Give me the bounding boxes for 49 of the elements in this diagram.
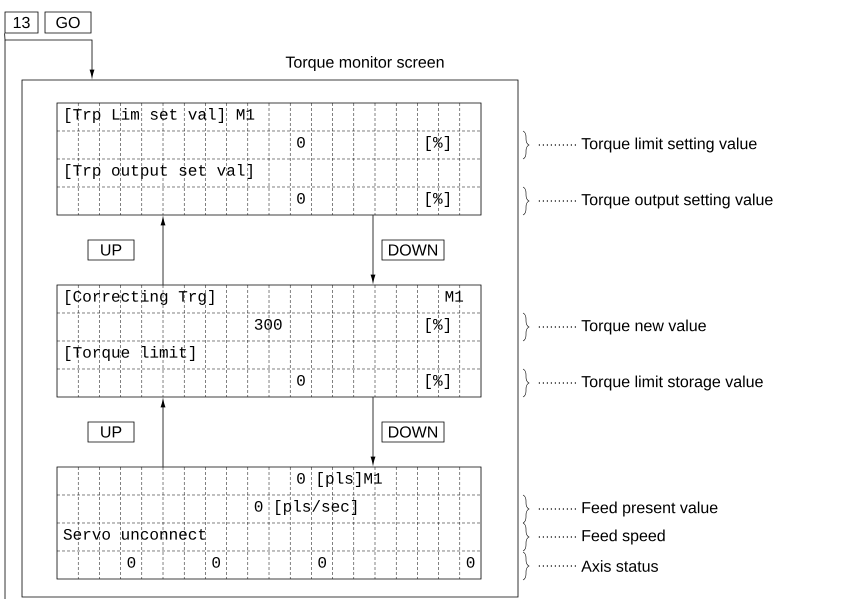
annotation-label: Torque limit storage value	[582, 376, 763, 390]
key-button: UP	[88, 240, 134, 260]
leader-line	[537, 508, 576, 510]
lcd-text: 0	[128, 556, 136, 568]
lcd-text: [Correcting Trg]	[66, 290, 214, 305]
lcd-text: [Torque limit]	[66, 346, 194, 361]
lcd-text: 300	[254, 318, 282, 330]
lcd-text: 0	[318, 556, 326, 568]
annotation-label: Axis status	[581, 560, 658, 572]
lcd-text: 0	[466, 556, 474, 568]
leader-line	[537, 144, 576, 146]
annotation-label: Feed speed	[582, 530, 665, 544]
lcd-text: [%]	[426, 136, 449, 151]
lcd-text: [Trp Lim set val] M1	[66, 108, 254, 123]
key-button: UP	[88, 422, 134, 442]
leader-line	[537, 200, 576, 202]
leader-line	[537, 565, 576, 567]
annotation-label: Torque output setting value	[582, 194, 773, 208]
lcd-panel	[56, 102, 482, 216]
lcd-text: [%]	[426, 374, 449, 389]
key-button: 13	[4, 12, 38, 34]
lcd-text: 0	[212, 556, 220, 568]
arrow	[370, 215, 376, 283]
lcd-text: [%]	[426, 192, 449, 207]
arrow	[160, 399, 166, 467]
arrow	[370, 397, 376, 465]
lcd-text: 0	[297, 136, 305, 148]
node-label: Torque monitor screen	[286, 56, 444, 71]
leader-line	[537, 536, 576, 538]
leader-line	[537, 326, 576, 328]
key-button: DOWN	[382, 240, 444, 260]
arrow	[4, 33, 94, 78]
lcd-text: Servo unconnect	[64, 528, 206, 540]
lcd-text: 0 [pls/sec]	[254, 500, 356, 515]
lcd-text: M1	[446, 291, 464, 302]
leader-line	[537, 382, 576, 384]
lcd-text: [Trp output set val]	[66, 164, 252, 179]
annotation-label: Feed present value	[582, 502, 718, 516]
lcd-text: 0 [pls]M1	[297, 472, 382, 487]
annotation-label: Torque limit setting value	[582, 138, 757, 152]
lcd-text: [%]	[426, 318, 449, 333]
arrow	[160, 217, 166, 285]
annotation-label: Torque new value	[582, 320, 706, 334]
lcd-panel	[56, 466, 482, 580]
lcd-panel	[56, 284, 482, 398]
lcd-text: 0	[297, 192, 305, 204]
lcd-text: 0	[297, 374, 305, 386]
key-button: GO	[44, 12, 92, 34]
key-button: DOWN	[382, 422, 444, 442]
